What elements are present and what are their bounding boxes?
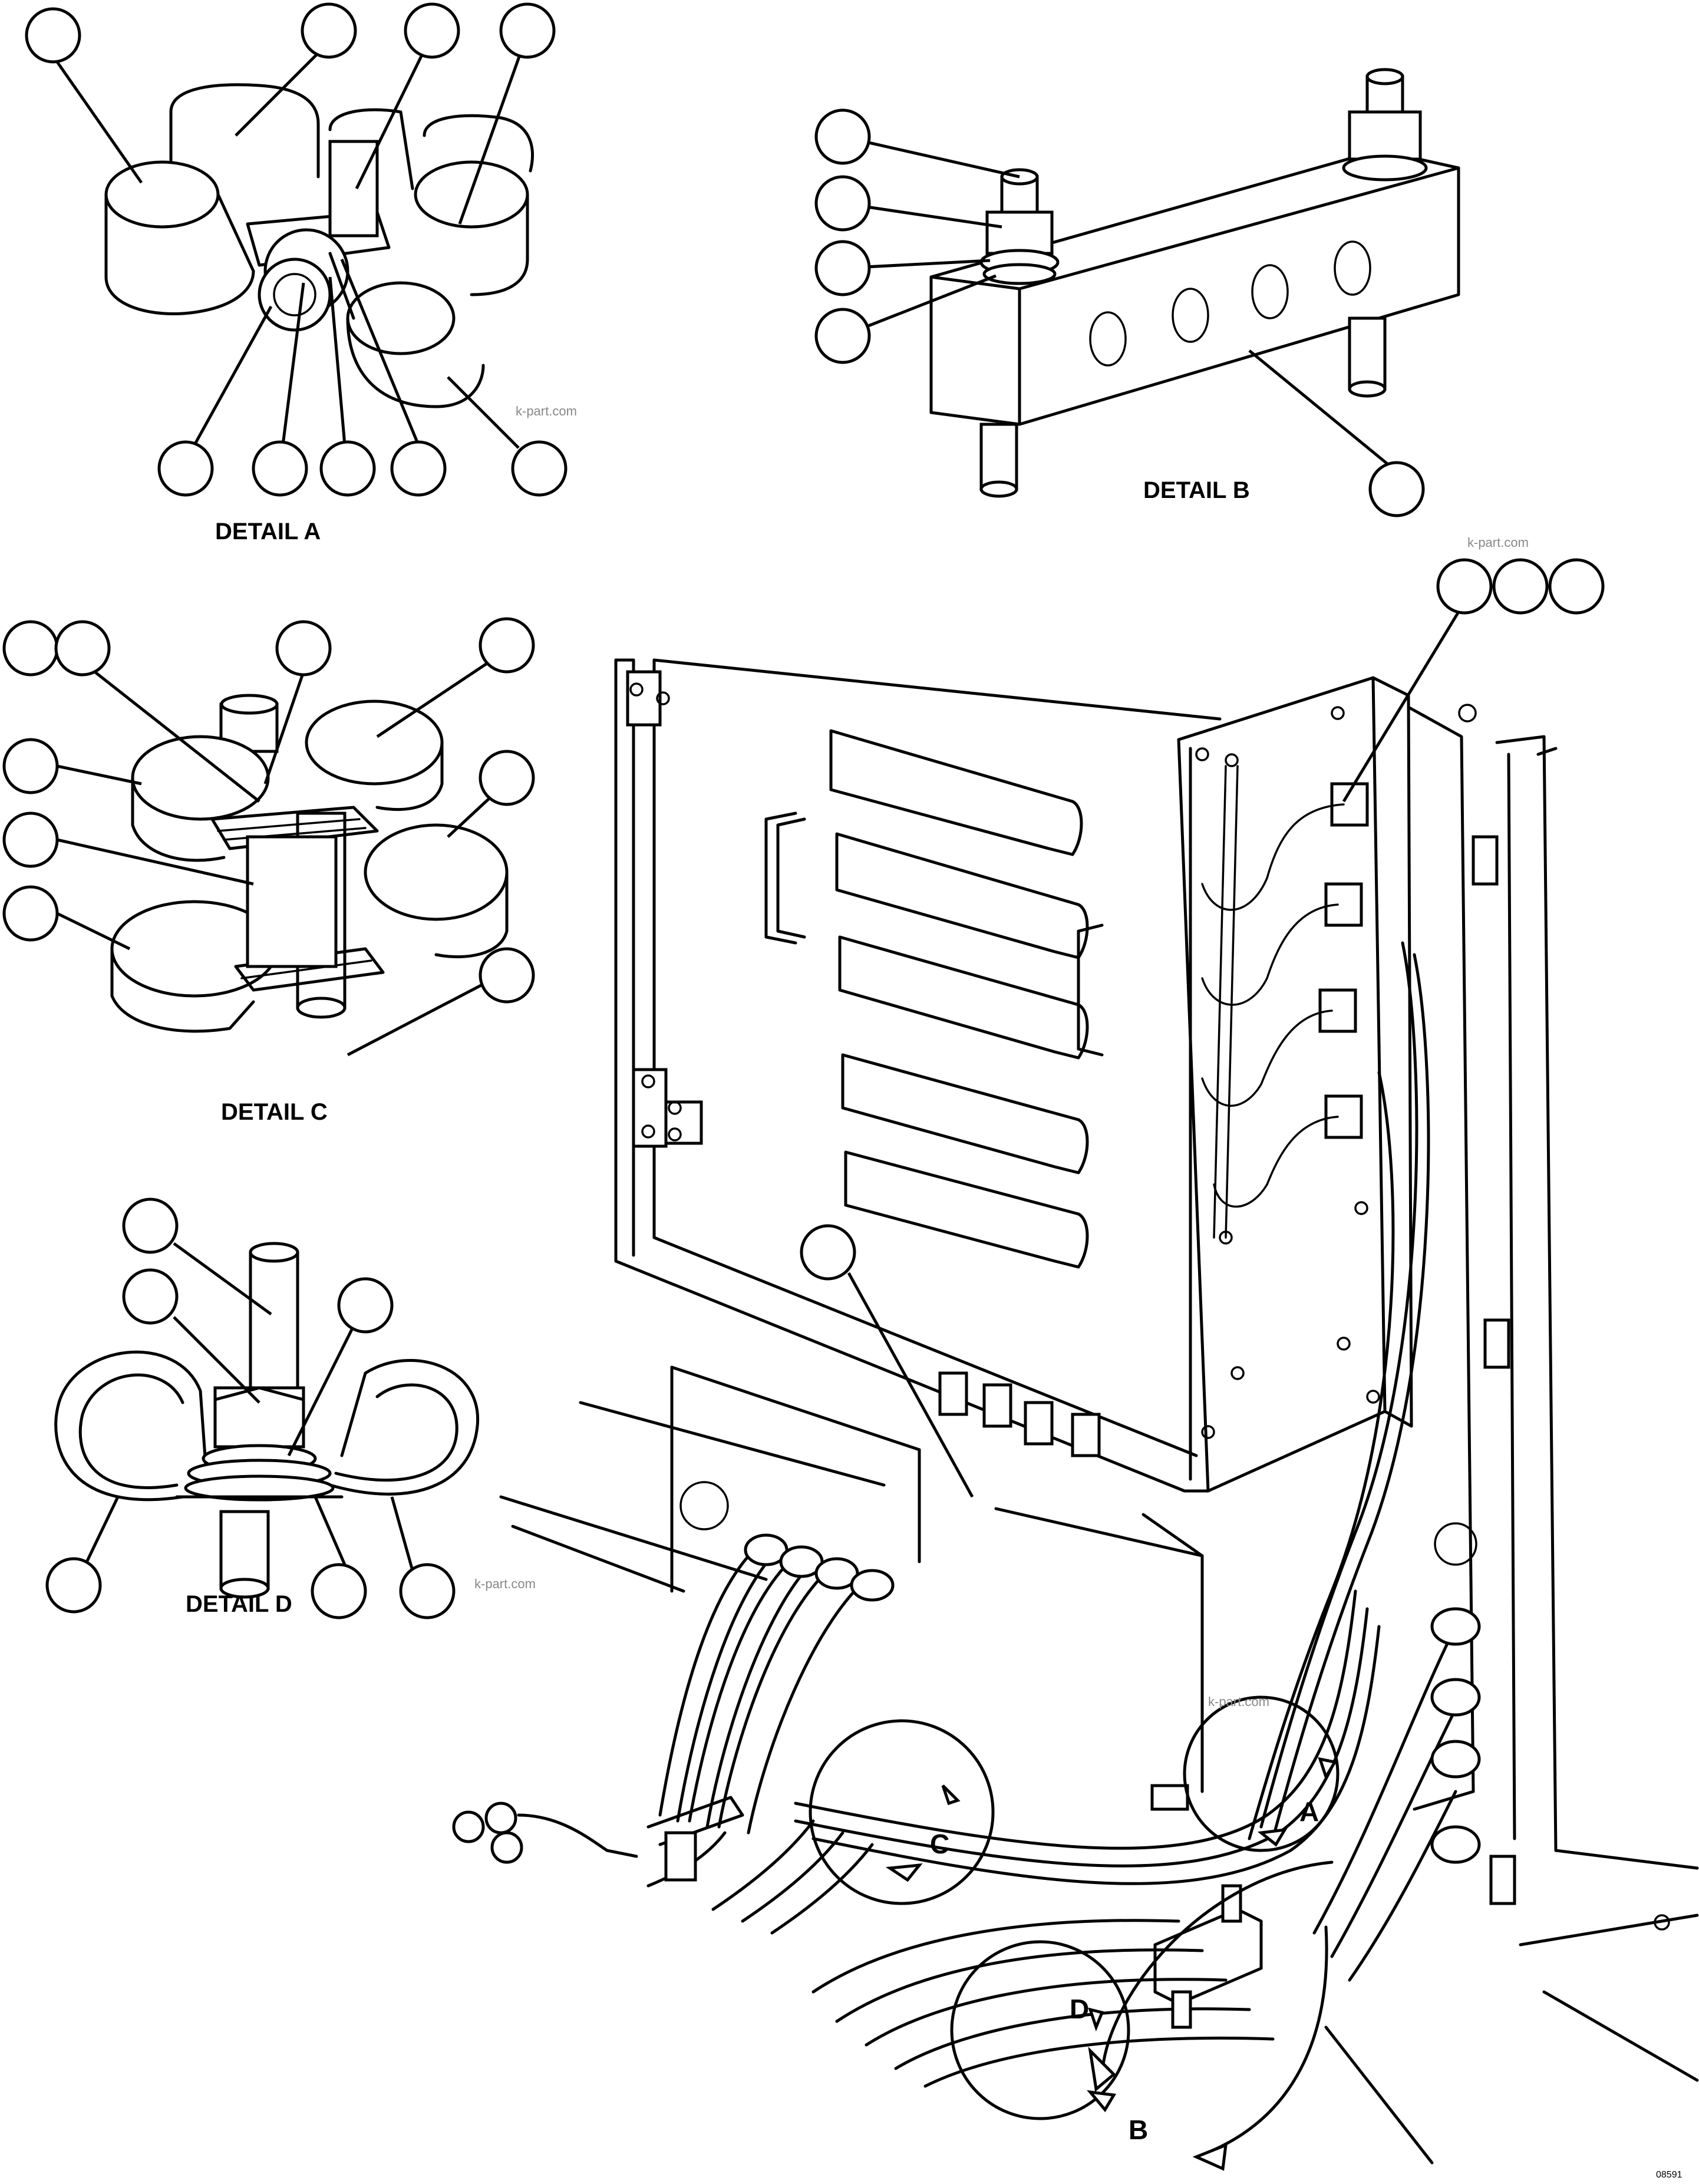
callout-bubble: [1368, 461, 1425, 517]
callout-bubble: [814, 175, 871, 232]
callout-bubble: [479, 947, 535, 1004]
callout-bubble: [499, 2, 556, 59]
view-circle-d: [950, 1940, 1130, 2120]
view-marker-c: C: [930, 1829, 949, 1859]
callout-bubble: [25, 7, 81, 64]
arrow-icon: [1318, 1757, 1337, 1780]
callout-bubble: [2, 620, 59, 677]
view-circle-b: [1100, 1860, 1334, 2076]
view-circle-c: [809, 1719, 995, 1905]
callout-bubble: [275, 620, 332, 677]
arrow-icon: [1088, 2007, 1104, 2032]
callout-bubble: [1492, 558, 1549, 615]
view-marker-a: A: [1299, 1796, 1319, 1827]
callout-bubble: [479, 617, 535, 674]
callout-bubble: [511, 440, 568, 497]
main-assembly-drawing: [452, 658, 1699, 2165]
detail-c-callouts: [2, 617, 535, 1057]
watermark: k-part.com: [516, 404, 577, 418]
callout-bubble: [122, 1268, 179, 1325]
arrow-icon: [1087, 2090, 1117, 2113]
detail-a-drawing: [104, 83, 534, 408]
detail-c-drawing: [110, 694, 509, 1033]
callout-bubble: [2, 738, 59, 794]
detail-a-label: DETAIL A: [215, 519, 321, 545]
detail-b-label: DETAIL B: [1143, 477, 1250, 503]
callout-bubble: [252, 440, 308, 497]
callout-bubble: [479, 750, 535, 806]
arrow-icon: [941, 1784, 961, 1806]
view-marker-d: D: [1070, 1994, 1089, 2024]
callout-bubble: [337, 1277, 394, 1334]
callout-bubble: [814, 240, 871, 296]
arrow-icon: [1192, 2143, 1228, 2171]
watermark: k-part.com: [474, 1576, 536, 1591]
arrow-icon: [885, 1863, 923, 1882]
callout-bubble: [404, 2, 460, 59]
callout-bubble: [301, 2, 357, 59]
callout-bubble: [2, 811, 59, 868]
arrow-icon: [1257, 1827, 1288, 1847]
detail-d-drawing: [54, 1242, 479, 1599]
watermark: k-part.com: [1208, 1694, 1269, 1709]
view-circle-a: [1183, 1695, 1340, 1852]
detail-b-callouts: [814, 108, 1425, 517]
callout-bubble: [45, 1557, 102, 1614]
detail-d-label: DETAIL D: [186, 1591, 292, 1617]
callout-bubble: [311, 1563, 367, 1619]
callout-bubble: [390, 440, 447, 497]
callout-bubble: [122, 1197, 179, 1254]
detail-c-label: DETAIL C: [221, 1099, 328, 1125]
callout-bubble: [800, 1224, 856, 1281]
view-indicators: [809, 1695, 1340, 2171]
arrow-icon: [1088, 2046, 1116, 2092]
callout-bubble: [399, 1563, 456, 1619]
view-marker-b: B: [1129, 2114, 1148, 2145]
callout-bubble: [319, 440, 376, 497]
callout-bubble: [157, 440, 214, 497]
watermark: k-part.com: [1467, 535, 1529, 550]
callout-bubble: [2, 885, 59, 942]
detail-d-callouts: [45, 1197, 456, 1619]
callout-bubble: [54, 620, 111, 677]
main-callouts: [800, 558, 1605, 1498]
callout-bubble: [814, 108, 871, 165]
callout-bubble: [1548, 558, 1605, 615]
callout-bubble: [814, 308, 871, 364]
detail-b-drawing: [929, 68, 1460, 498]
callout-bubble: [1436, 558, 1493, 615]
detail-a-callouts: [25, 2, 568, 497]
figure-code: 08591: [1656, 2170, 1682, 2180]
